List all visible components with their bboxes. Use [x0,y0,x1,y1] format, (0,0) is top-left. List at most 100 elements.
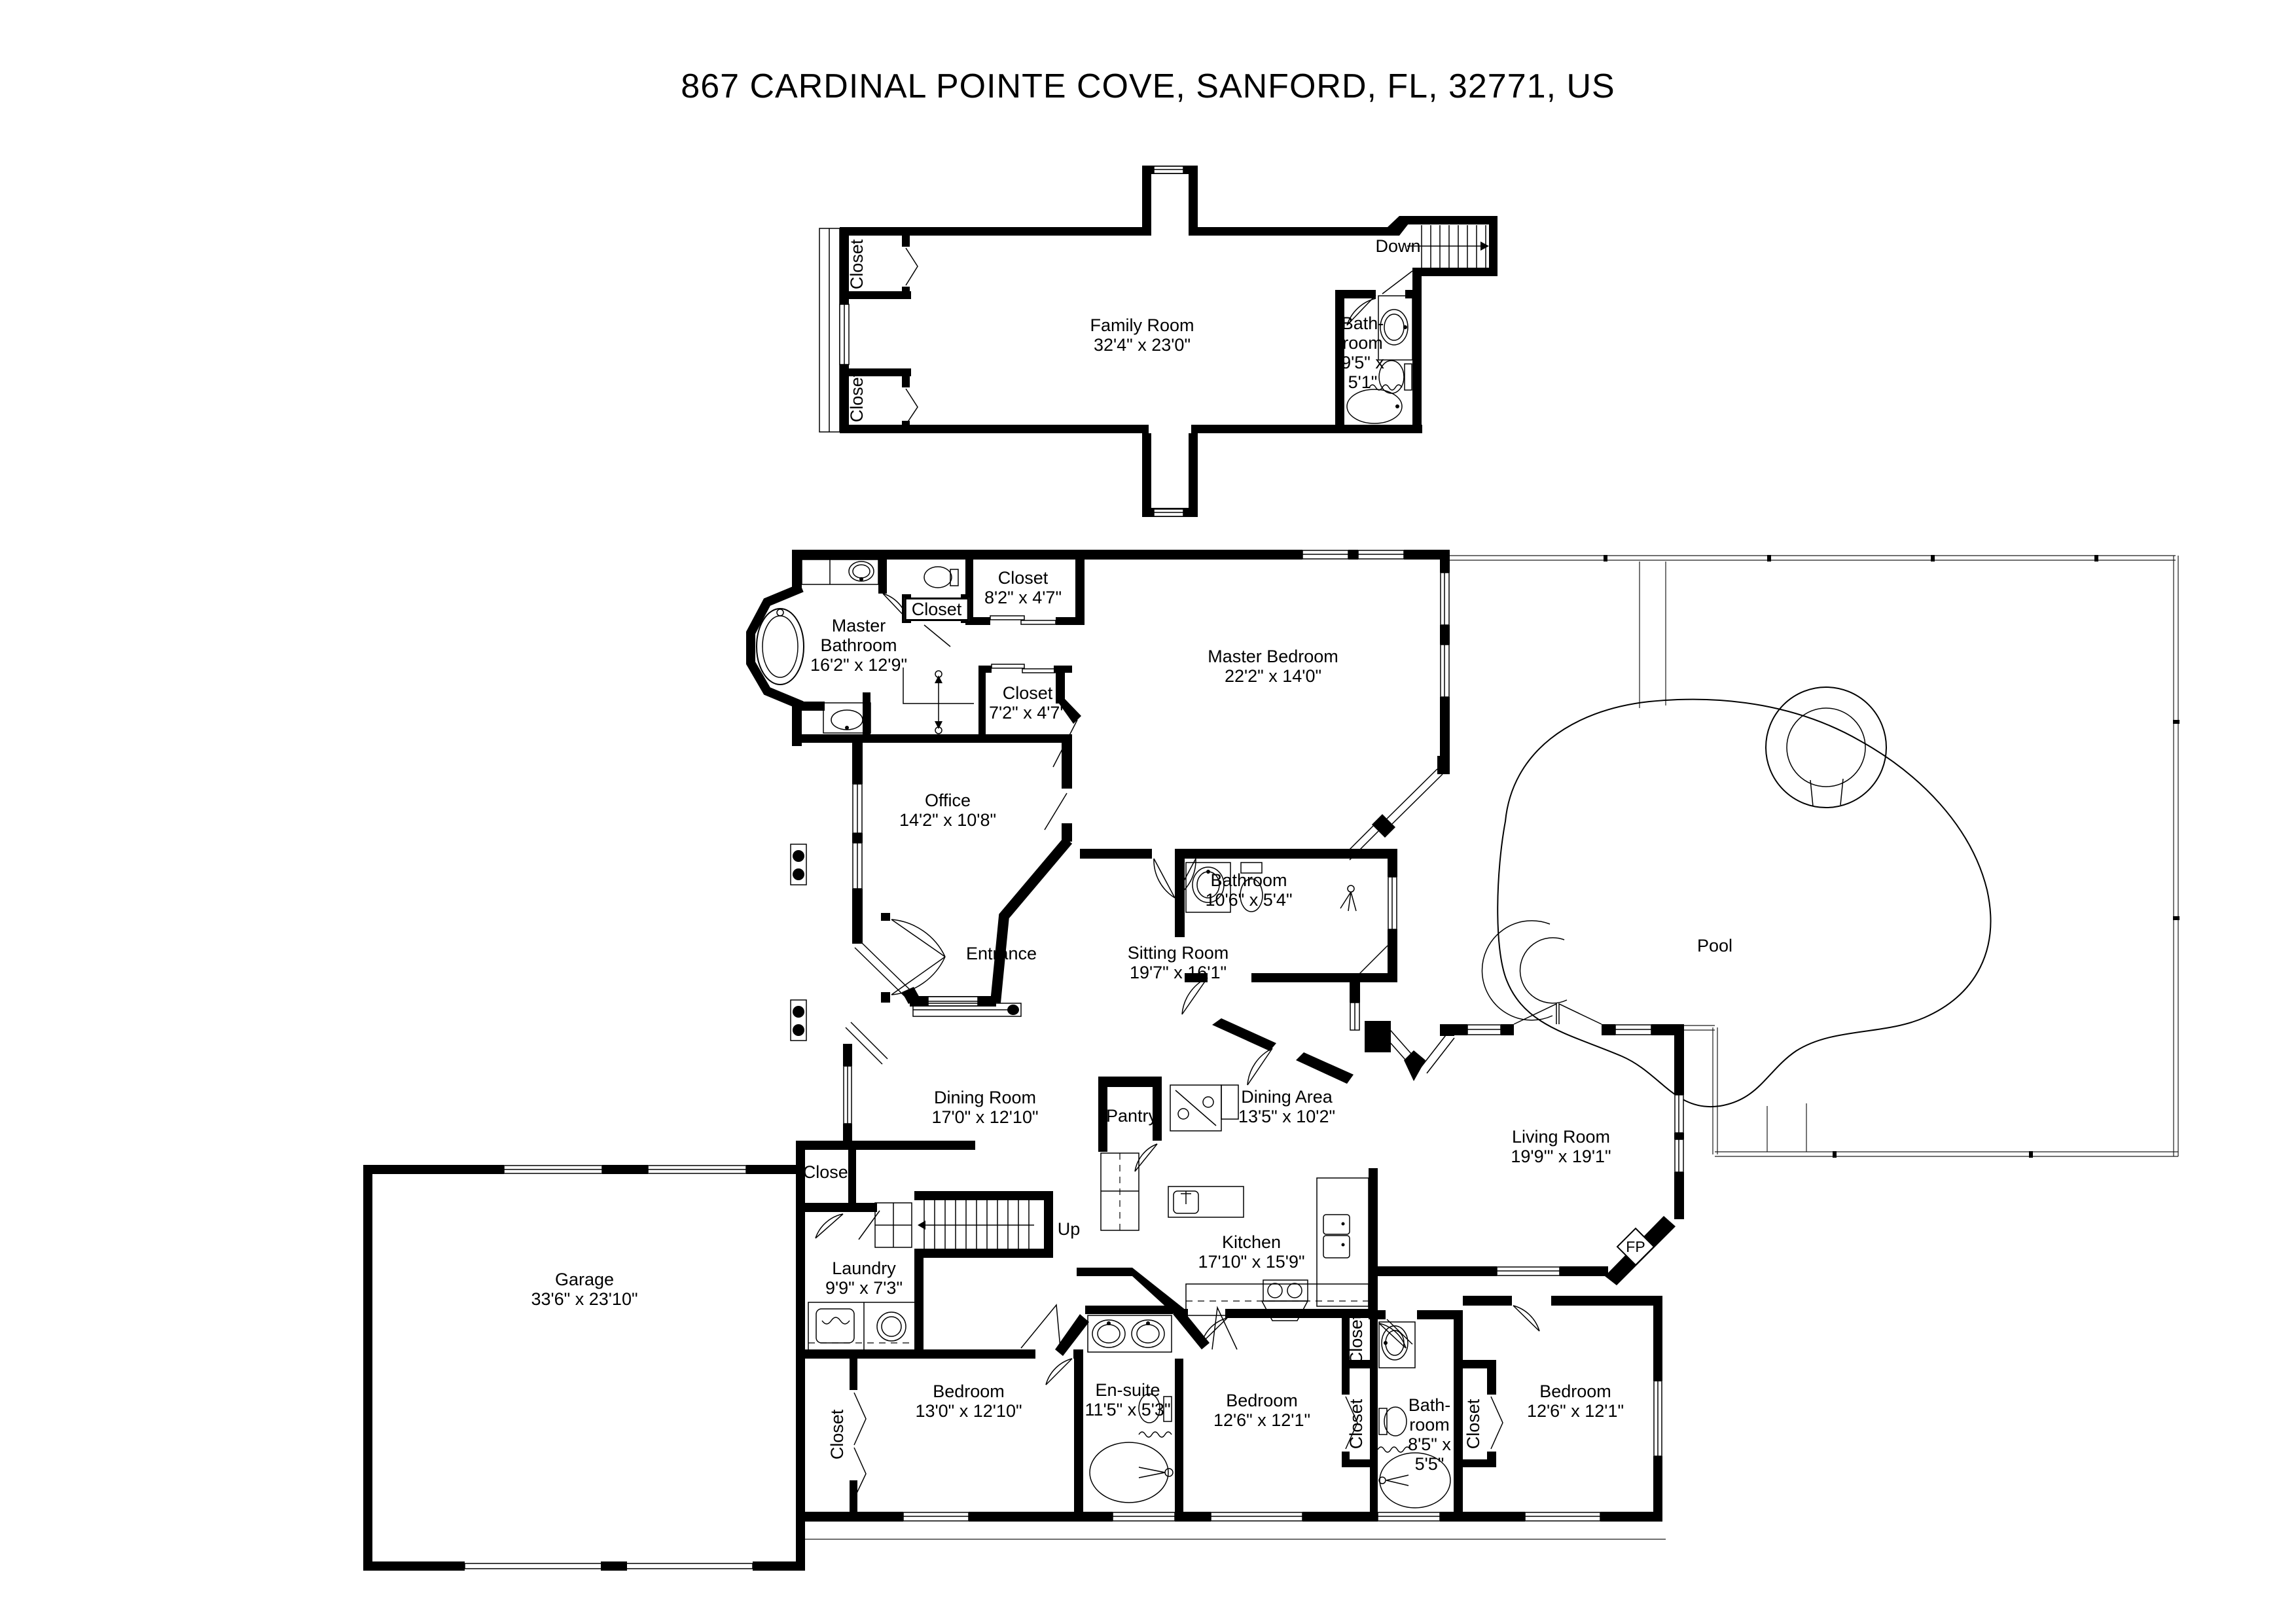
room-label-line: 22'2" x 14'0" [1224,666,1322,686]
room-label-entrance: Entrance [966,944,1037,963]
entrance-area [790,844,1022,1150]
room-label-line: Bedroom [1539,1382,1611,1401]
spa-icon [1765,687,1887,808]
room-label-line: 7'2" x 4'7" [988,703,1067,722]
fridge-icon [1323,1214,1350,1235]
room-label-line: 32'4" x 23'0" [1093,335,1191,355]
room-label-closet-toilet: Closet [904,597,969,621]
room-label-line: Closet [911,599,962,619]
room-label-line: Pool [1696,936,1733,955]
room-label-line: Bedroom [1226,1391,1298,1410]
stove-icon [1263,1279,1308,1302]
room-label-closet-bedroom1: Closet [827,1410,847,1460]
room-label-line: Bathroom [820,635,897,655]
room-label-line: Closet [847,372,867,423]
room-label-line: 11'5" x 5'3" [1085,1400,1171,1419]
bathtub-icon [1089,1442,1169,1503]
room-label-line: room [1409,1415,1450,1435]
room-label-line: Closet [847,239,867,290]
room-label-line: Laundry [832,1258,896,1278]
room-label-up: Up [1058,1219,1081,1239]
chimney-top [1142,166,1198,236]
room-label-line: Dining Room [933,1088,1037,1107]
room-label-fp: FP [1626,1239,1645,1255]
room-label-line: Office [924,791,971,810]
office [852,743,1073,1007]
vanity-counter [1378,1321,1416,1368]
sink-icon [1380,309,1408,346]
room-label-pantry: Pantry [1106,1106,1157,1126]
room-label-line: Master Bedroom [1208,647,1338,666]
bedroom-wing [796,1268,1666,1540]
room-label-line: 8'2" x 4'7" [984,588,1062,607]
porch-post [790,844,807,885]
sitting-room-walls [1212,982,1391,1086]
room-label-line: Master [831,616,886,635]
room-label-line: Sitting Room [1127,943,1229,963]
room-label-line: Closet [827,1409,847,1460]
room-label-closet-mid-lower: Closet [1346,1399,1366,1450]
room-label-closet-mid-upper: Closet [1346,1315,1366,1365]
tub-bay [746,583,804,710]
room-label-line: 16'2" x 12'9" [810,655,908,675]
bathtub-icon [756,608,804,685]
garage [363,1141,805,1571]
room-label-line: 14'2" x 10'8" [899,810,997,830]
room-label-closet-upper-bottom: Closet [847,372,867,423]
room-label-line: 33'6" x 23'10" [531,1289,638,1309]
room-label-pool: Pool [1697,936,1732,955]
room-label-line: Kitchen [1221,1232,1282,1252]
room-label-down: Down [1375,236,1420,256]
room-label-line: Dining Area [1241,1087,1333,1107]
toilet-icon [1138,1393,1160,1423]
room-label-line: 9'9" x 7'3" [825,1278,903,1298]
vanity-counter [1378,295,1413,361]
dining-living [1098,1003,1684,1321]
toilet-icon [924,566,952,588]
room-label-line: Closet [997,568,1049,588]
shower-head-icon [1340,885,1357,912]
vanity-counter [823,702,871,734]
sink-icon [1381,1325,1408,1361]
room-label-line: En-suite [1095,1380,1160,1400]
fireplace-icon [1616,1227,1655,1266]
upper-floor [819,166,1498,517]
room-label-closet-upper-top: Closet [847,240,867,290]
understair-closet [805,1150,877,1239]
vanity-counter [1185,862,1231,913]
ensuite-vanity [1087,1315,1172,1353]
island-counter [1168,1186,1244,1218]
vanity-counter [801,559,879,585]
room-label-line: 12'6" x 12'1" [1213,1410,1311,1430]
pool-area [1450,555,2179,1158]
sink-icon [1131,1319,1165,1348]
pool-shape [1497,698,1992,1108]
room-label-line: 8'5" x [1408,1435,1451,1454]
room-label-line: Closet [1346,1314,1366,1365]
pantry-room [1098,1077,1162,1231]
room-label-closet-bedroom3: Closet [1463,1399,1483,1450]
room-label-line: 9'5" x [1341,353,1384,372]
room-label-line: Family Room [1090,315,1194,335]
room-label-line: Closet [1002,683,1053,703]
page-title: 867 CARDINAL POINTE COVE, SANFORD, FL, 3… [681,67,1615,105]
upper-closets [849,236,918,433]
room-label-line: room [1342,333,1383,353]
room-label-line: 5'1" [1348,372,1378,392]
